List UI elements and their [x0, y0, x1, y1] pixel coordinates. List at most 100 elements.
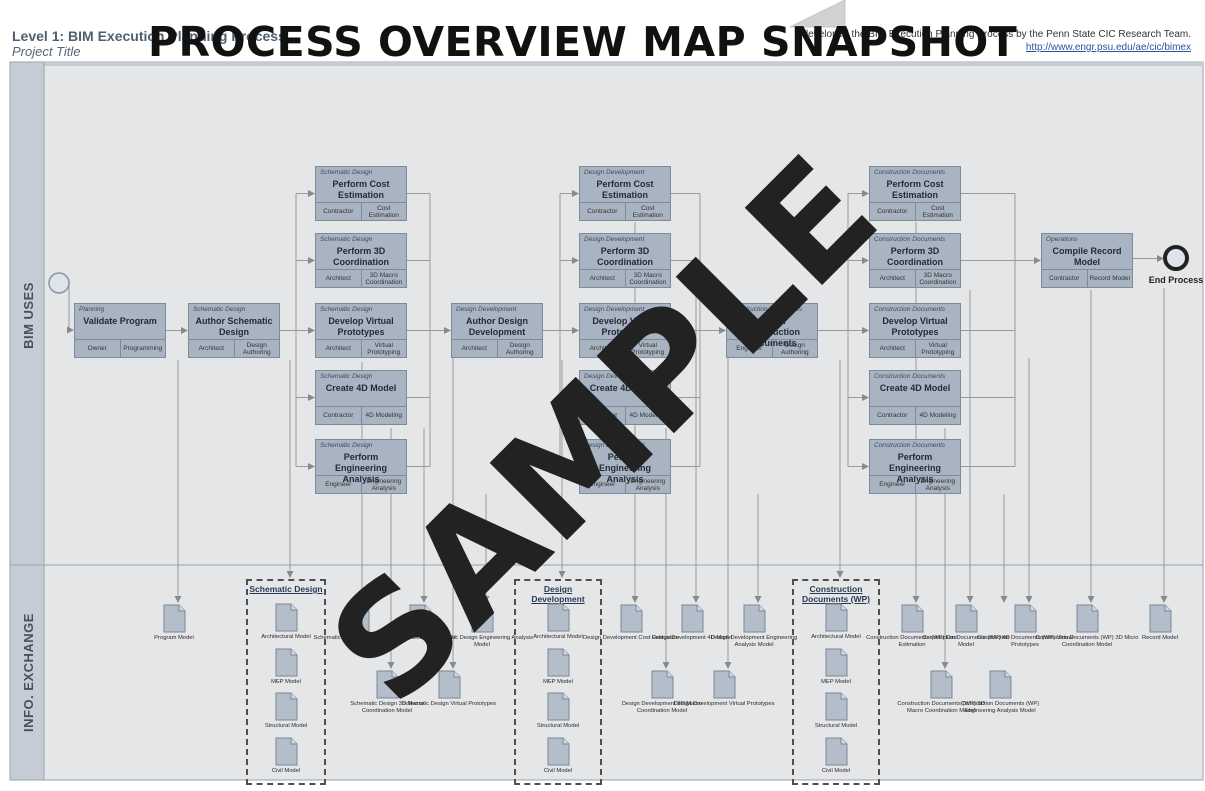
document-label: Architectural Model: [261, 634, 311, 640]
process-bim-use: Cost Estimation: [914, 203, 961, 220]
process-responsible-party: Engineer: [589, 481, 616, 488]
process-bim-use: Programming: [119, 340, 166, 357]
process-phase: Schematic Design: [320, 306, 373, 313]
process-responsible-party: Architect: [879, 345, 905, 352]
process-title: Validate Program: [83, 316, 157, 326]
process-phase: Construction Documents: [874, 442, 946, 449]
process-responsible-party: Contractor: [323, 208, 354, 215]
process-phase: Construction Documents: [874, 373, 946, 380]
document-label: Architectural Model: [811, 634, 861, 640]
process-phase: Design Development: [584, 236, 645, 243]
document-icon: [547, 737, 570, 766]
process-title: Perform Cost Estimation: [596, 179, 654, 200]
process-responsible-party: Architect: [879, 275, 905, 282]
document-icon: [275, 648, 298, 677]
document-label: Civil Model: [543, 768, 573, 774]
document-label: Schematic Design Engineering Analysis Mo…: [430, 635, 534, 648]
process-responsible-party: Architect: [325, 345, 351, 352]
process-bim-use: Design Authoring: [496, 340, 543, 357]
process-bim-use: 3D Macro Coordination: [360, 270, 407, 287]
header-credit: developed the BIM Execution Planning Pro…: [802, 29, 1191, 40]
process-bim-use: Engineering Analysis: [914, 476, 961, 493]
process-phase: Design Development: [584, 306, 645, 313]
process-responsible-party: Contractor: [587, 412, 618, 419]
document-icon: [547, 603, 570, 632]
process-bim-use: Engineering Analysis: [360, 476, 407, 493]
document-icon: [347, 604, 370, 633]
process-phase: Design Development: [584, 442, 645, 449]
exchange-group-title: Design Development: [531, 584, 585, 604]
process-bim-use: Virtual Prototyping: [914, 340, 961, 357]
process-phase: Construction Documents: [874, 306, 946, 313]
process-title: Author Design Development: [466, 316, 528, 337]
header-url-link[interactable]: http://www.engr.psu.edu/ae/cic/bimex: [1025, 42, 1191, 53]
exchange-group-g2: Design Development: [514, 579, 602, 785]
process-footer: Architect Virtual Prototyping: [870, 339, 960, 357]
document-icon: [409, 604, 432, 633]
lane-info-exchange-text: INFO. EXCHANGE: [20, 613, 36, 732]
document-icon: [1076, 604, 1099, 633]
process-responsible-party: Owner: [87, 345, 107, 352]
process-footer: Engineer Engineering Analysis: [580, 475, 670, 493]
process-title: Perform 3D Coordination: [333, 246, 389, 267]
document-label: Construction Documents (WP) Engineering …: [960, 701, 1040, 714]
process-bim-use: 3D Macro Coordination: [914, 270, 961, 287]
process-responsible-party: Engineer: [879, 481, 906, 488]
process-bim-use: Record Model: [1086, 270, 1133, 287]
process-bim-use: Design Authoring: [771, 340, 818, 357]
document-icon: [713, 670, 736, 699]
process-responsible-party: Architect: [589, 345, 615, 352]
document-label: MEP Model: [543, 679, 573, 685]
process-responsible-party: Engineer: [325, 481, 352, 488]
process-title: Develop Virtual Prototypes: [328, 316, 394, 337]
document-icon: [547, 692, 570, 721]
process-bim-use: Virtual Prototyping: [360, 340, 407, 357]
process-title: Create 4D Model: [589, 383, 661, 393]
header-title: Level 1: BIM Execution Planning Process: [12, 28, 286, 44]
process-responsible-party: Architect: [198, 345, 224, 352]
process-footer: Architect Virtual Prototyping: [316, 339, 406, 357]
document-icon: [681, 604, 704, 633]
document-label: Architectural Model: [533, 634, 583, 640]
document-label: Structural Model: [814, 723, 858, 729]
document-label: Schematic Design 4D Model: [383, 635, 457, 641]
document-label: Civil Model: [271, 768, 301, 774]
exchange-group-title: Schematic Design: [249, 584, 323, 594]
document-label: MEP Model: [271, 679, 301, 685]
process-title: Perform Cost Estimation: [886, 179, 944, 200]
document-label: Schematic Design 3D Macro Coordination M…: [350, 701, 424, 714]
process-bim-use: Cost Estimation: [360, 203, 407, 220]
process-responsible-party: Architect: [461, 345, 487, 352]
process-bim-use: Engineering Analysis: [624, 476, 671, 493]
process-phase: Design Development: [584, 373, 645, 380]
process-bim-use: Cost Estimation: [624, 203, 671, 220]
document-label: Construction Documents (WP) 3D Macro Coo…: [897, 701, 985, 714]
